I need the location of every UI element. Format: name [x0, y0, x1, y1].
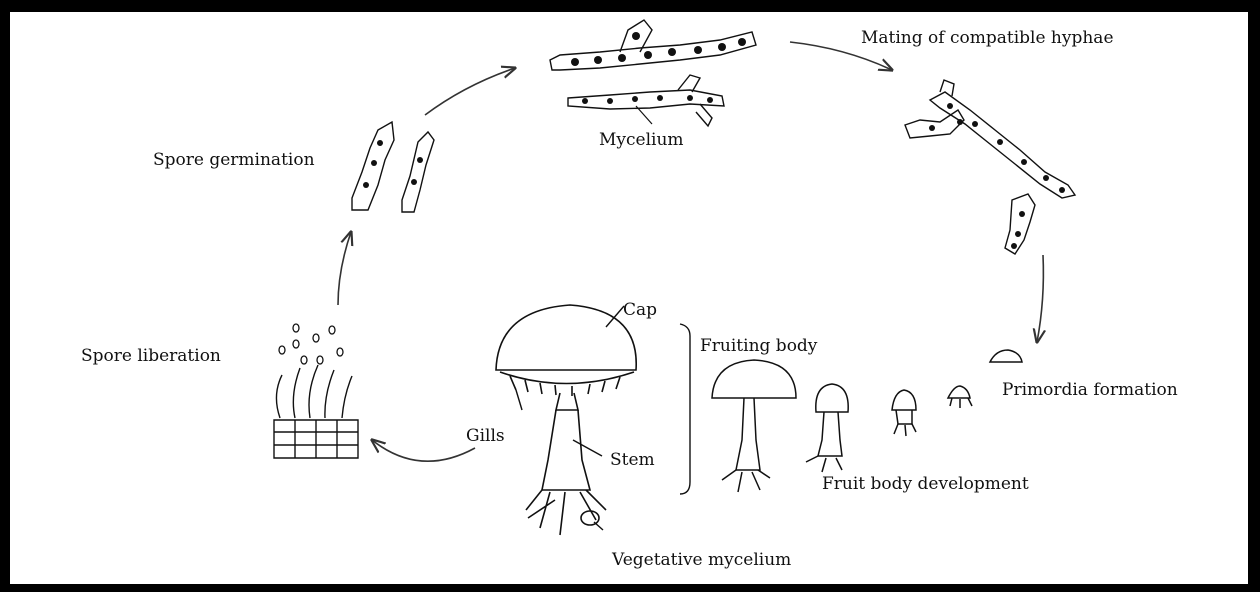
mycelium-hyphae — [550, 20, 756, 126]
arrow-liberation-to-germination — [338, 232, 351, 305]
arrow-gills-to-liberation — [372, 440, 475, 461]
arrow-germination-to-mycelium — [425, 68, 515, 115]
mating-nuclei — [929, 103, 1065, 249]
mating-hyphae — [905, 80, 1075, 254]
label-cap: Cap — [623, 302, 657, 319]
label-vegetative-mycelium: Vegetative mycelium — [612, 552, 791, 569]
diagram-frame: Mating of compatible hyphae Mycelium Spo… — [10, 12, 1248, 584]
label-spore-liberation: Spore liberation — [81, 348, 221, 365]
spore-nuclei — [363, 140, 423, 188]
main-mushroom — [496, 305, 636, 535]
label-fruit-body-development: Fruit body development — [822, 476, 1029, 493]
arrow-mating-to-primordia — [1037, 255, 1043, 342]
label-spore-germination: Spore germination — [153, 152, 315, 169]
liberated-spores — [279, 324, 343, 364]
mushroom-life-cycle-art — [10, 12, 1248, 584]
developing-fruit-bodies — [712, 350, 1022, 492]
label-mycelium: Mycelium — [599, 132, 684, 149]
label-fruiting-body: Fruiting body — [700, 338, 817, 355]
basidia-spore-liberation — [274, 365, 358, 458]
label-primordia-formation: Primordia formation — [1002, 382, 1178, 399]
label-mating: Mating of compatible hyphae — [861, 30, 1114, 47]
label-stem: Stem — [610, 452, 655, 469]
label-gills: Gills — [466, 428, 505, 445]
germinating-spores — [352, 122, 434, 212]
